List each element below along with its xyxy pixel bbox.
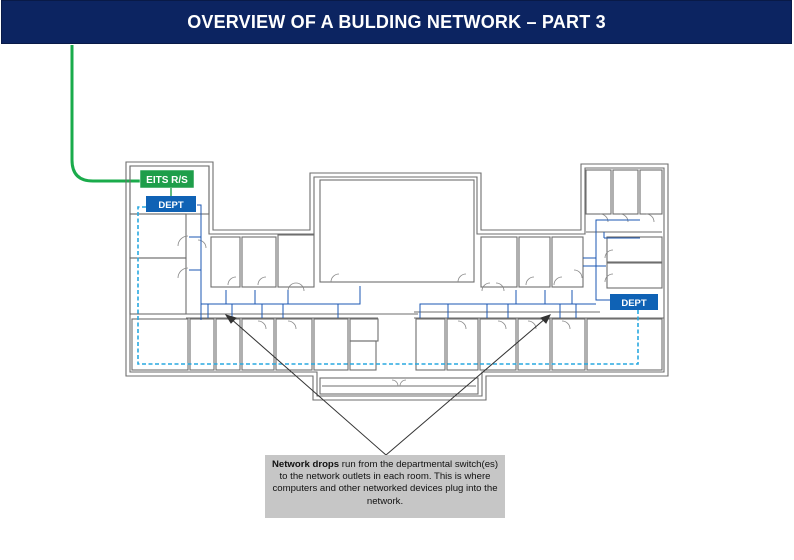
dept-right-label: DEPT [621,298,647,309]
title-bar: OVERVIEW OF A BULDING NETWORK – PART 3 [1,0,792,44]
dept-left-label: DEPT [158,200,184,211]
callout-arrows [224,314,551,456]
page-title: OVERVIEW OF A BULDING NETWORK – PART 3 [187,11,606,32]
callout-box: Network drops run from the departmental … [265,455,505,518]
dashed-trunk [137,206,639,365]
eits-label: EITS R/S [146,175,188,186]
eits-rack-box [139,169,195,189]
callout-text: run from the departmental switch(es) to … [272,459,499,507]
dept-switch-right [610,294,658,310]
network-drops-left [189,204,361,320]
network-drops-right [419,219,640,318]
dept-switch-left [146,196,196,212]
callout-bold: Network drops [271,459,340,470]
building-walls [125,161,669,401]
uplink-cable [70,45,140,183]
